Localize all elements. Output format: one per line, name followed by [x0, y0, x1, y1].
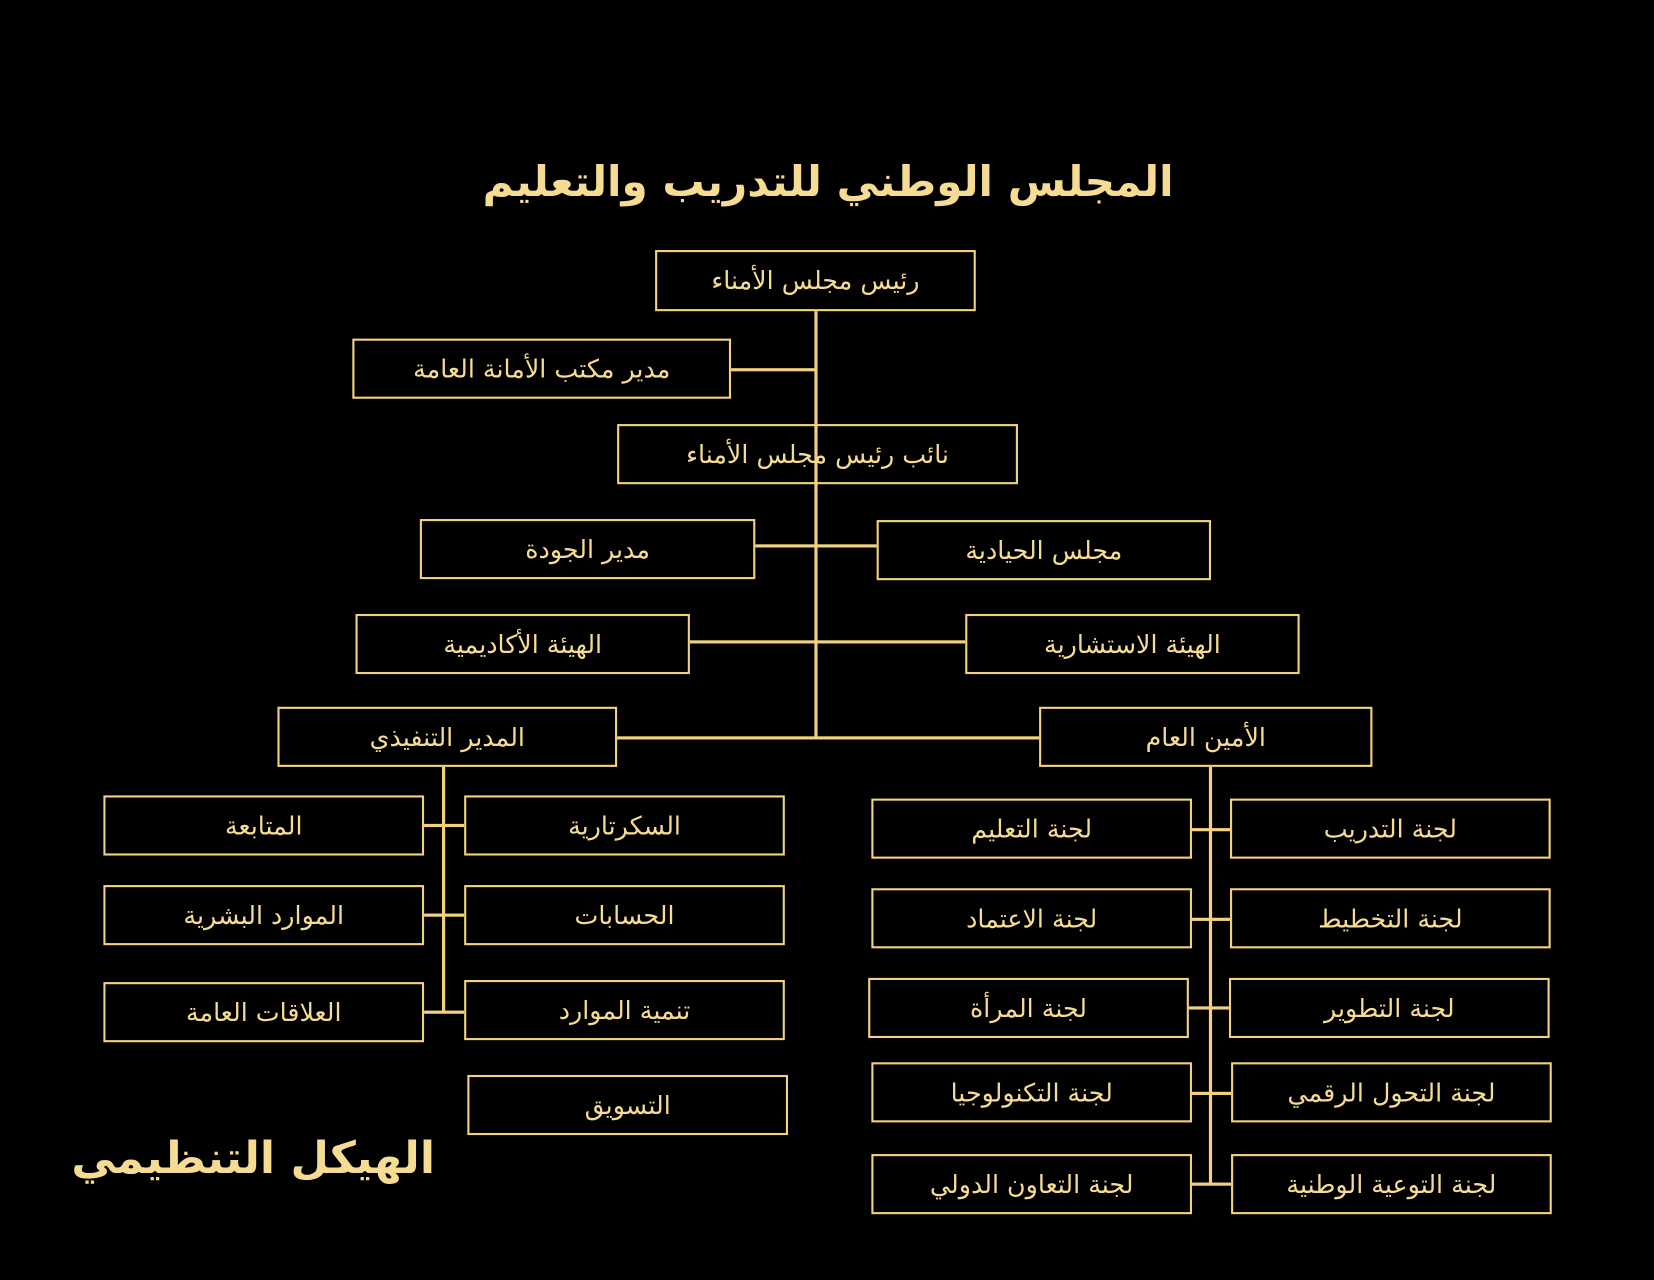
committee-international-cooperation: لجنة التعاون الدولي	[871, 1154, 1193, 1215]
connector-line	[1192, 1182, 1232, 1186]
committee-national-awareness: لجنة التوعية الوطنية	[1231, 1154, 1552, 1215]
node-executive-director: المدير التنفيذي	[277, 706, 618, 767]
unit-human-resources: الموارد البشرية	[103, 885, 425, 946]
node-neutrality-council: مجلس الحيادية	[876, 520, 1212, 581]
unit-resource-development: تنمية الموارد	[464, 980, 785, 1041]
committee-education: لجنة التعليم	[871, 798, 1193, 859]
connector-line	[424, 913, 465, 917]
connector-line	[1192, 828, 1231, 831]
node-secretary-general: الأمين العام	[1039, 706, 1373, 767]
connector-line	[755, 544, 877, 547]
unit-secretariat: السكرتارية	[464, 795, 785, 856]
committee-development: لجنة التطوير	[1228, 977, 1550, 1039]
node-vice-chairman: نائب رئيس مجلس الأمناء	[617, 424, 1018, 485]
connector-line	[1188, 1006, 1229, 1010]
committee-training: لجنة التدريب	[1230, 798, 1551, 859]
unit-follow-up: المتابعة	[103, 795, 425, 856]
node-advisory-body: الهيئة الاستشارية	[965, 613, 1300, 675]
unit-accounts: الحسابات	[464, 885, 785, 946]
unit-public-relations: العلاقات العامة	[103, 982, 425, 1043]
committee-accreditation: لجنة الاعتماد	[871, 888, 1193, 949]
connector-line	[1192, 1091, 1232, 1095]
connector-line	[617, 736, 1040, 739]
committee-planning: لجنة التخطيط	[1230, 888, 1551, 949]
committee-digital-transformation: لجنة التحول الرقمي	[1231, 1062, 1552, 1123]
committee-technology: لجنة التكنولوجيا	[871, 1062, 1193, 1123]
connector-line	[442, 766, 445, 1013]
node-secretariat-office-director: مدير مكتب الأمانة العامة	[352, 338, 732, 399]
connector-line	[1192, 917, 1231, 921]
node-quality-director: مدير الجودة	[419, 519, 756, 580]
connector-line	[814, 311, 818, 738]
connector-line	[731, 368, 816, 371]
node-academic-body: الهيئة الأكاديمية	[355, 613, 690, 675]
node-chairman: رئيس مجلس الأمناء	[655, 250, 976, 312]
connector-line	[424, 1010, 465, 1014]
chart-title: المجلس الوطني للتدريب والتعليم	[482, 158, 1174, 207]
connector-line	[1208, 766, 1212, 1185]
committee-women: لجنة المرأة	[868, 977, 1189, 1039]
connector-line	[689, 640, 966, 643]
chart-subtitle: الهيكل التنظيمي	[71, 1131, 436, 1184]
connector-line	[424, 823, 465, 827]
unit-marketing: التسويق	[467, 1074, 789, 1136]
